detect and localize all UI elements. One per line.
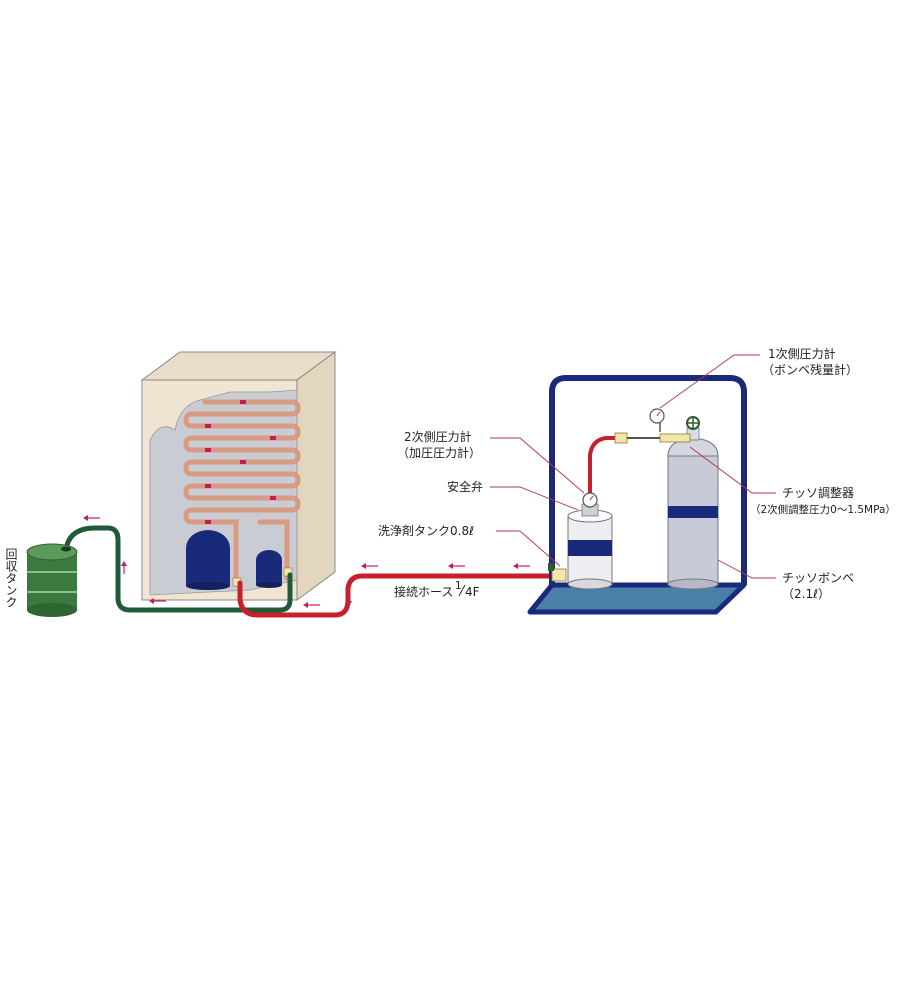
regulator-outlet-valve-icon — [614, 432, 660, 444]
flow-arrow — [83, 515, 100, 521]
flow-arrow — [361, 563, 378, 569]
recovery-tank — [26, 543, 78, 617]
leader-lines — [490, 354, 776, 579]
primary-gauge-sublabel: （ボンベ残量計） — [762, 362, 858, 377]
return-hose — [64, 525, 293, 613]
hose-size-numerator: 1 — [455, 580, 462, 592]
tank-outlet-valve-icon — [548, 563, 567, 582]
cart-base — [527, 582, 747, 615]
primary-gauge-label: 1次側圧力計 — [768, 346, 836, 361]
coil-flow-marks — [205, 400, 276, 524]
safety-valve-label: 安全弁 — [447, 479, 483, 494]
primary-pressure-gauge-icon — [649, 408, 665, 424]
nitrogen-regulator-sublabel: （2次側調整圧力0～1.5MPa） — [750, 503, 896, 516]
nitrogen-regulator-icon — [659, 416, 700, 443]
nitrogen-regulator-label: チッソ調整器 — [782, 485, 854, 500]
flow-arrows — [83, 515, 530, 608]
hose-size-denominator: 4F — [465, 585, 480, 599]
flow-arrow — [303, 602, 320, 608]
accumulator — [256, 550, 282, 588]
detergent-tank-label: 洗浄剤タンク0.8ℓ — [378, 523, 474, 538]
hose-label-text: 接続ホース — [394, 584, 453, 599]
nitrogen-cylinder — [667, 427, 719, 590]
nitrogen-cylinder-label: チッソボンベ — [782, 571, 854, 585]
detergent-tank — [567, 503, 613, 590]
indoor-unit — [140, 351, 337, 601]
flow-arrow — [121, 561, 127, 574]
flow-arrow — [513, 563, 530, 569]
nitrogen-cylinder-sublabel: （2.1ℓ） — [782, 587, 830, 601]
recovery-tank-label: 回収タンク — [4, 548, 18, 608]
secondary-pressure-gauge-icon — [582, 492, 598, 508]
flow-arrow — [448, 563, 465, 569]
flow-arrow — [149, 598, 166, 604]
supply-hose — [237, 573, 558, 618]
heat-exchanger-coil — [183, 399, 301, 581]
compressor — [186, 530, 230, 590]
secondary-gauge-label: 2次側圧力計 — [404, 429, 472, 444]
secondary-gauge-sublabel: （加圧圧力計） — [397, 445, 481, 460]
coil-return-pipe — [257, 519, 290, 581]
unit-right-face — [296, 351, 336, 601]
hose-label: 接続ホース 1 4F — [394, 580, 480, 599]
flow-arrow — [346, 590, 352, 606]
tank-feed-hose — [588, 436, 620, 512]
